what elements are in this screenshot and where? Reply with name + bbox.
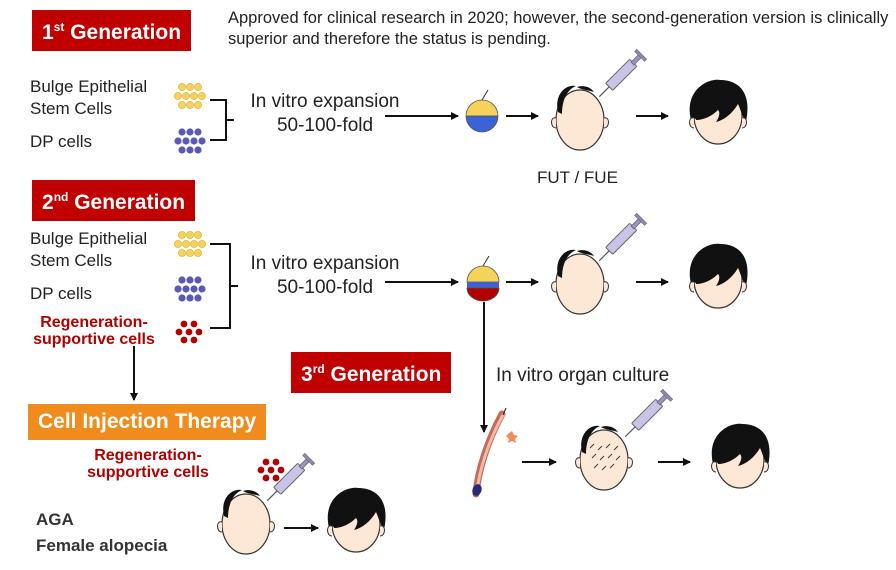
gen2-merge-bracket xyxy=(210,243,238,329)
gen3-full-hair-head-icon xyxy=(710,423,771,489)
gen2-epithelial-dots-icon xyxy=(174,231,206,257)
gen3-badge-num: 3 xyxy=(301,363,313,386)
gen2-syringe-icon xyxy=(593,212,648,267)
gen3-badge-label: Generation xyxy=(330,363,442,386)
gen2-dp-dots-icon xyxy=(174,276,206,302)
gen2-cell-epithelial-label: Bulge Epithelial Stem Cells xyxy=(30,229,148,270)
gen1-full-hair-head-icon xyxy=(688,79,749,145)
gen1-merge-bracket xyxy=(210,99,234,141)
gen1-badge-label: Generation xyxy=(70,21,182,44)
gen1-cell-epithelial-label: Bulge Epithelial Stem Cells xyxy=(30,77,148,118)
gen2-cell-dp-label: DP cells xyxy=(30,284,93,303)
gen2-spheroid-icon xyxy=(466,255,500,302)
gen1-expansion-label: In vitro expansion xyxy=(250,91,400,112)
gen1-note: Approved for clinical research in 2020; … xyxy=(228,9,889,48)
gen1-spheroid-icon xyxy=(465,89,499,133)
gen1-dp-dots-icon xyxy=(174,128,206,154)
gen2-regen-label-2: supportive cells xyxy=(33,331,155,348)
gen2-expansion-label: In vitro expansion xyxy=(250,253,400,274)
gen1-epithelial-dots-icon xyxy=(174,83,206,109)
cit-regen-dots-icon xyxy=(257,458,285,482)
gen2-badge-label: Generation xyxy=(74,191,186,214)
cit-cells-label-2: supportive cells xyxy=(87,464,209,481)
gen2-fold-label: 50-100-fold xyxy=(276,277,374,298)
gen3-badge: 3rd Generation xyxy=(291,352,452,393)
cit-badge: Cell Injection Therapy xyxy=(28,404,267,440)
gen1-fold-label: 50-100-fold xyxy=(276,115,374,136)
gen2-badge-num: 2 xyxy=(42,191,54,214)
gen2-regen-dots-icon xyxy=(175,320,203,344)
cit-bald-head-icon xyxy=(216,489,276,555)
gen3-syringe-icon xyxy=(619,388,674,443)
gen1-badge: 1st Generation xyxy=(32,10,192,51)
gen1-badge-sup: st xyxy=(53,20,65,34)
gen1-syringe-icon xyxy=(593,48,648,103)
gen2-full-hair-head-icon xyxy=(688,243,749,309)
cit-full-hair-head-icon xyxy=(326,487,387,553)
gen3-badge-sup: rd xyxy=(312,362,325,376)
cit-indication-aga: AGA xyxy=(36,510,74,529)
gen3-culture-label: In vitro organ culture xyxy=(496,365,670,386)
gen1-badge-num: 1 xyxy=(42,21,54,44)
gen2-regen-label-1: Regeneration- xyxy=(40,314,148,331)
gen2-badge-sup: nd xyxy=(53,190,69,204)
gen2-badge: 2nd Generation xyxy=(32,180,196,221)
cit-cells-label-1: Regeneration- xyxy=(94,447,202,464)
gen1-method-label: FUT / FUE xyxy=(537,168,618,187)
gen3-hair-follicle-icon xyxy=(472,407,518,498)
cit-syringe-icon xyxy=(261,452,316,507)
gen3-bald-head-icon xyxy=(574,425,634,491)
cit-indication-female: Female alopecia xyxy=(36,536,168,555)
gen1-cell-dp-label: DP cells xyxy=(30,132,93,151)
